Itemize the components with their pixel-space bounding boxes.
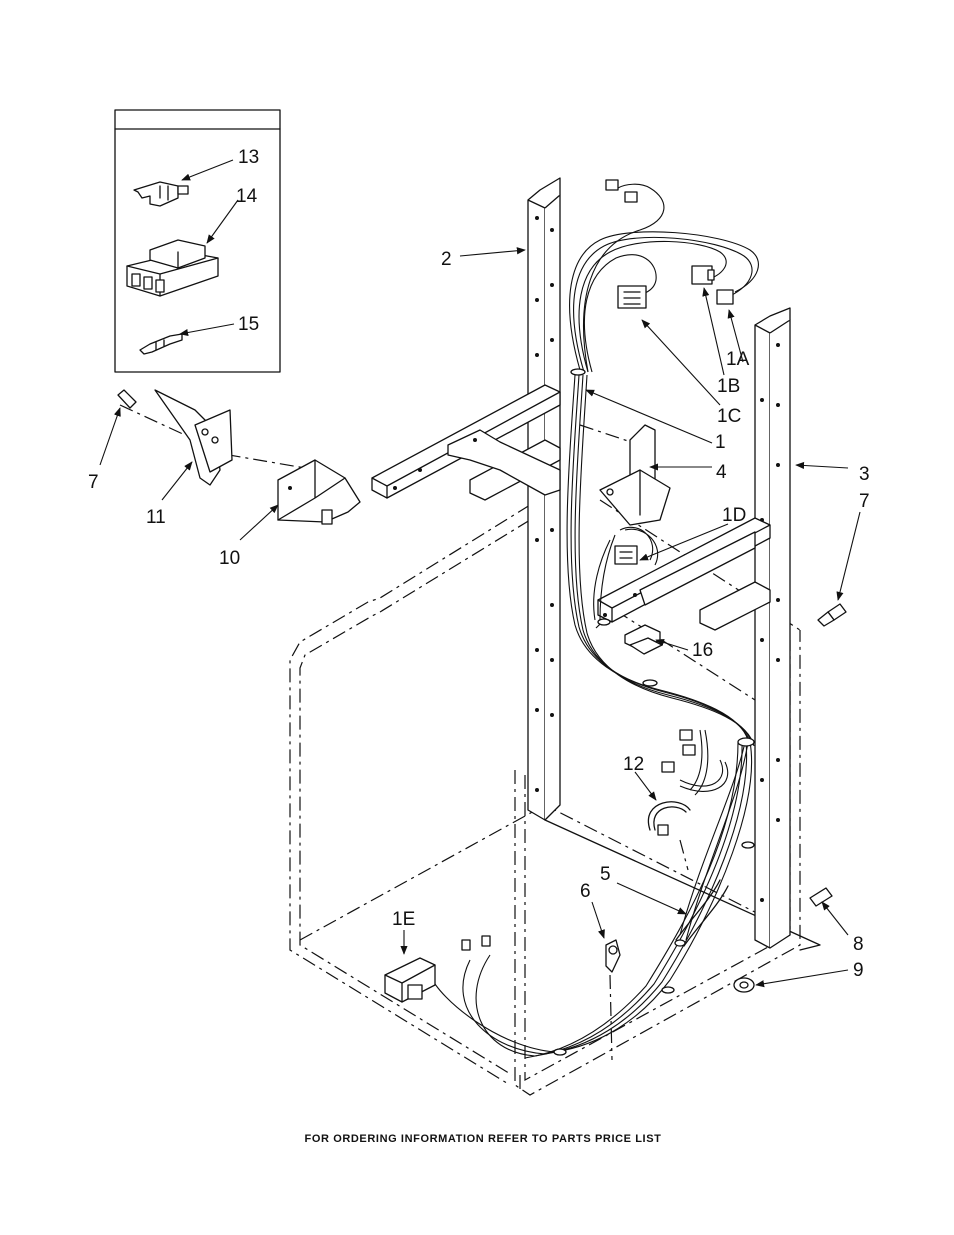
connector-1b [692,266,714,284]
callout-5: 5 [600,864,611,885]
connector-plugs-top [606,180,637,202]
callout-3: 3 [859,464,870,485]
callout-7-right: 7 [859,491,870,512]
callout-6: 6 [580,881,591,902]
part-4-bracket [600,425,670,525]
washer-9 [734,978,754,992]
part-15-terminal [140,334,182,354]
callout-12: 12 [623,754,644,775]
screw-8 [810,888,832,906]
callout-13: 13 [238,147,259,168]
callout-1a: 1A [726,349,750,370]
callout-14: 14 [236,186,258,207]
callout-7-left: 7 [88,472,99,493]
connector-plugs-mid [662,730,695,772]
connector-1c [618,286,646,308]
connector-1d [615,546,637,564]
part-12-tie [648,802,690,835]
part-16-clip [625,625,662,654]
callout-9: 9 [853,960,864,981]
callout-1b: 1B [717,376,740,397]
part-11-sensor-bracket [120,390,232,485]
callout-4: 4 [716,462,727,483]
callout-2: 2 [441,249,452,270]
screw-7-right [818,604,846,626]
callout-11: 11 [146,507,166,528]
callout-15: 15 [238,314,259,335]
callout-10: 10 [219,548,240,569]
callout-1d: 1D [722,505,746,526]
callout-8: 8 [853,934,864,955]
part-3-right-upright [755,308,790,948]
connector-1a [717,290,733,304]
part-6-clamp [606,940,620,972]
part-10-bracket [278,460,360,524]
callout-1e: 1E [392,909,415,930]
callout-16: 16 [692,640,713,661]
cabinet-outline [200,425,800,1095]
connector-1e [385,936,490,1002]
part-14-connector [127,240,218,296]
part-13-clip [134,182,188,206]
footer-note: FOR ORDERING INFORMATION REFER TO PARTS … [305,1133,662,1145]
callout-1c: 1C [717,406,741,427]
callout-1: 1 [715,432,726,453]
right-cross-brace [598,518,770,630]
